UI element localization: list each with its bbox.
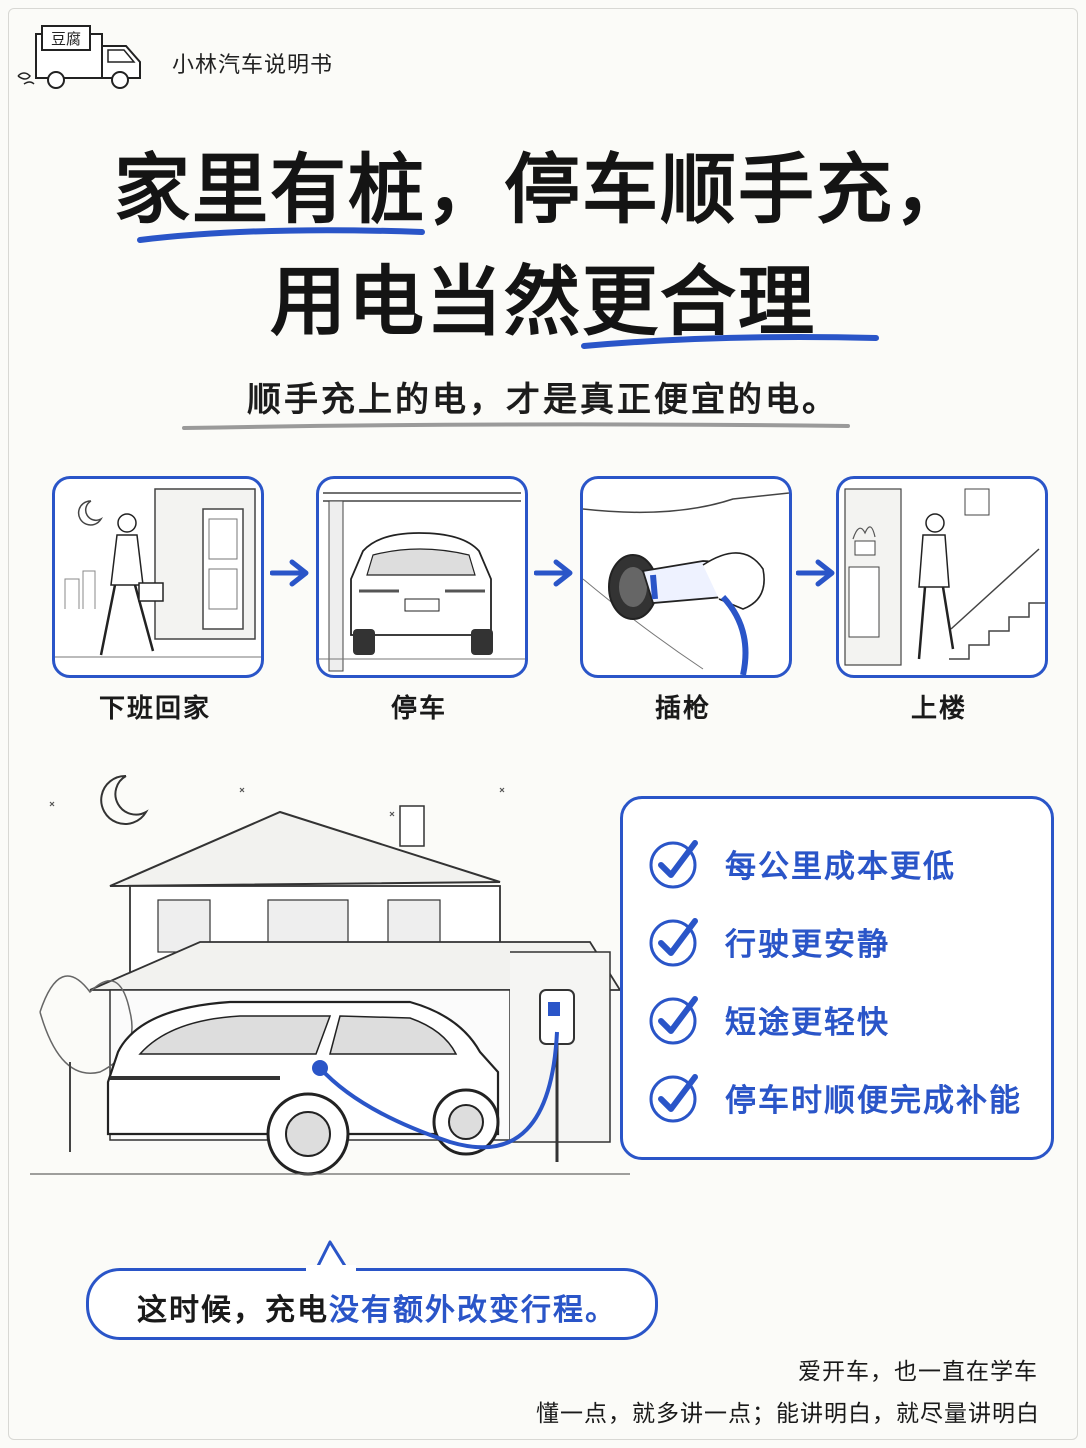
benefit-text: 停车时顺便完成补能 xyxy=(725,1082,1022,1119)
logo-text: 豆腐 xyxy=(51,30,81,48)
charging-plug-illustration-icon xyxy=(583,492,789,675)
headline-line1: 家里有桩，停车顺手充， xyxy=(114,145,972,234)
speech-bubble: 这时候，充电没有额外改变行程。 xyxy=(86,1268,658,1340)
benefit-item: 停车时顺便完成补能 xyxy=(647,1067,1022,1127)
step-label-upstairs: 上楼 xyxy=(910,694,967,724)
benefit-item: 每公里成本更低 xyxy=(647,833,956,893)
brand-name: 小林汽车说明书 xyxy=(172,53,334,78)
benefit-text: 每公里成本更低 xyxy=(725,848,956,885)
footer-line2: 懂一点，就多讲一点；能讲明白，就尽量讲明白 xyxy=(536,1401,1040,1427)
checkmark-icon xyxy=(649,1074,698,1123)
checkmark-icon xyxy=(649,840,698,889)
arrow-right-icon xyxy=(534,559,573,587)
benefit-text: 短途更轻快 xyxy=(725,1004,890,1041)
step-card-plug-in xyxy=(580,476,792,678)
bubble-text: 这时候，充电没有额外改变行程。 xyxy=(137,1285,617,1329)
bubble-text-highlight: 没有额外改变行程。 xyxy=(329,1293,617,1328)
benefit-item: 短途更轻快 xyxy=(647,989,890,1049)
checkmark-icon xyxy=(649,996,698,1045)
step-card-park xyxy=(316,476,528,678)
house-charging-scene-illustration-icon xyxy=(30,774,630,1176)
walking-home-illustration-icon xyxy=(55,488,261,658)
step-label-park: 停车 xyxy=(390,694,447,724)
step-label-plug-in: 插枪 xyxy=(654,694,711,724)
car-parking-illustration-icon xyxy=(319,492,525,672)
arrow-right-icon xyxy=(270,559,309,587)
checkmark-icon xyxy=(649,918,698,967)
page-frame xyxy=(8,8,1078,1440)
footer-line1: 爱开车，也一直在学车 xyxy=(798,1359,1038,1385)
going-upstairs-illustration-icon xyxy=(844,488,1045,666)
van-logo-icon: 豆腐 xyxy=(17,25,141,89)
bubble-tail-joint xyxy=(306,1265,356,1271)
step-label-go-home: 下班回家 xyxy=(98,694,211,724)
headline-underline-2 xyxy=(581,334,879,349)
headline-underline-1 xyxy=(137,227,425,243)
subtitle-underline xyxy=(182,422,850,430)
step-card-go-home xyxy=(52,476,264,678)
benefit-item: 行驶更安静 xyxy=(647,911,890,971)
subtitle: 顺手充上的电，才是真正便宜的电。 xyxy=(247,380,839,420)
arrow-right-icon xyxy=(796,559,835,587)
bubble-text-plain: 这时候，充电 xyxy=(137,1293,329,1328)
headline-line2: 用电当然更合理 xyxy=(270,257,816,346)
step-card-upstairs xyxy=(836,476,1048,678)
benefits-panel: 每公里成本更低 行驶更安静 短途更轻快 停车时顺便完成补能 xyxy=(620,796,1054,1160)
benefit-text: 行驶更安静 xyxy=(725,926,890,963)
